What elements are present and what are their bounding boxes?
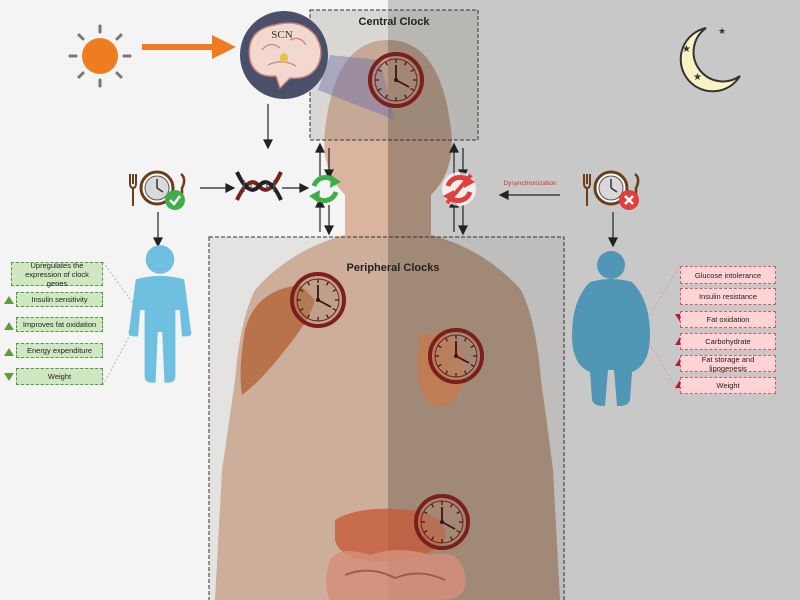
muscle-clock-icon (240, 272, 346, 395)
effect-carbohydrate: Carbohydrate (680, 333, 776, 350)
heart-clock-icon (416, 328, 484, 408)
effect-fat-oxidation: Improves fat oxidation (16, 317, 103, 332)
light-arrow (142, 35, 236, 59)
arrow-meal-dna (200, 183, 310, 193)
dysynchronization-label: Dysynchronization (503, 180, 557, 187)
effect-fat-storage: Fat storage and lipogenesis (680, 355, 776, 373)
svg-text:★: ★ (682, 44, 691, 55)
effect-clock-genes: Upregulates the expression of clock gene… (11, 261, 103, 288)
effect-fat-oxidation-down: Fat oxidation (680, 311, 776, 328)
meal-clock-desynced-icon (582, 170, 640, 210)
scn-label: SCN (271, 29, 293, 41)
peripheral-clocks-title: Peripheral Clocks (346, 262, 440, 274)
effect-connectors-left (102, 261, 139, 386)
central-clock-icon (368, 52, 424, 108)
obese-person-icon (572, 251, 650, 406)
effect-glucose-intolerance: Glucose intolerance (680, 266, 776, 284)
svg-text:★: ★ (718, 27, 726, 37)
sun-icon (68, 24, 132, 88)
arrows-central-left (315, 142, 334, 236)
cross-icon (619, 190, 639, 210)
central-clock-title: Central Clock (358, 16, 430, 28)
svg-text:★: ★ (693, 72, 702, 83)
arrow-meal-desync (498, 190, 560, 200)
effect-insulin-resistance: Insulin resistance (680, 288, 776, 305)
arrow-meal-person-left (153, 212, 163, 248)
meal-clock-synced-icon (128, 170, 186, 210)
check-icon (165, 190, 185, 210)
liver-intestine-clock-icon (326, 494, 470, 600)
arrow-meal-person-right (608, 212, 618, 248)
effect-weight-down: Weight (16, 368, 103, 385)
effect-insulin-sensitivity: Insulin sensitivity (16, 292, 103, 307)
dna-icon (235, 171, 283, 201)
effect-weight-up: Weight (680, 377, 776, 394)
effect-connectors-right (649, 264, 681, 394)
sync-icon (309, 175, 341, 203)
direction-markers-left (4, 296, 14, 381)
moon-icon: ★ ★ ★ (679, 27, 741, 93)
effect-energy-expenditure: Energy expenditure (16, 343, 103, 358)
arrow-scn-dna (263, 104, 273, 150)
desync-icon (442, 172, 476, 206)
